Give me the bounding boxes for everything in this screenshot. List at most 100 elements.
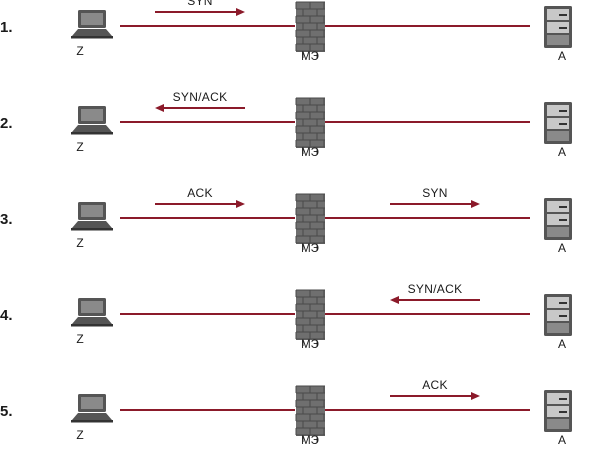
server-slot <box>559 110 567 112</box>
laptop-icon <box>71 106 113 135</box>
laptop-screen <box>81 301 103 313</box>
message-arrow-head <box>155 104 164 112</box>
laptop-icon <box>71 10 113 39</box>
client-label: Z <box>76 140 83 154</box>
message-arrow-head <box>390 296 399 304</box>
step-row: 5. Z МЭ A ACK <box>0 378 572 447</box>
server-bay-top <box>547 297 569 308</box>
client-label: Z <box>76 236 83 250</box>
message: SYN/ACK <box>155 90 245 112</box>
laptop-icon <box>71 298 113 327</box>
step-row: 2. Z МЭ A SYN/ACK <box>0 90 572 159</box>
laptop-keyboard <box>72 317 112 324</box>
server-bay-top <box>547 9 569 20</box>
server-icon <box>544 390 572 432</box>
step-number: 5. <box>0 403 13 420</box>
laptop-keyboard <box>72 221 112 228</box>
firewall-icon <box>295 1 325 58</box>
firewall-label: МЭ <box>301 339 319 351</box>
server-label: A <box>558 49 566 63</box>
message-arrow-head <box>471 200 480 208</box>
server-bay-top <box>547 393 569 404</box>
message-arrow-head <box>236 8 245 16</box>
server-icon <box>544 102 572 144</box>
message-label: SYN <box>422 186 448 200</box>
server-slot <box>559 206 567 208</box>
laptop-keyboard <box>72 413 112 420</box>
step-row: 1. Z МЭ A SYN <box>0 0 572 63</box>
message-label: ACK <box>422 378 448 392</box>
server-icon <box>544 6 572 48</box>
server-bay-bottom <box>547 419 569 429</box>
server-bay-bottom <box>547 323 569 333</box>
server-bay-middle <box>547 406 569 417</box>
server-icon <box>544 198 572 240</box>
laptop-screen <box>81 109 103 121</box>
step-number: 2. <box>0 115 13 132</box>
server-bay-bottom <box>547 35 569 45</box>
client-label: Z <box>76 44 83 58</box>
firewall-icon <box>295 385 325 442</box>
laptop-base-edge <box>71 228 113 231</box>
server-label: A <box>558 337 566 351</box>
server-icon <box>544 294 572 336</box>
laptop-screen <box>81 13 103 25</box>
message-arrow-head <box>236 200 245 208</box>
client-label: Z <box>76 332 83 346</box>
firewall-icon <box>295 289 325 346</box>
message: SYN/ACK <box>390 282 480 304</box>
server-bay-middle <box>547 118 569 129</box>
message-label: ACK <box>187 186 213 200</box>
server-bay-top <box>547 201 569 212</box>
step-row: 4. Z МЭ A SYN/ACK <box>0 282 572 351</box>
laptop-base-edge <box>71 36 113 39</box>
step-number: 3. <box>0 211 13 228</box>
laptop-keyboard <box>72 125 112 132</box>
message-label: SYN/ACK <box>408 282 463 296</box>
message: SYN <box>155 0 245 16</box>
server-slot <box>559 411 567 413</box>
laptop-icon <box>71 202 113 231</box>
step-row: 3. Z МЭ A ACK SYN <box>0 186 572 255</box>
firewall-icon <box>295 97 325 154</box>
laptop-base-edge <box>71 132 113 135</box>
laptop-icon <box>71 394 113 423</box>
message: ACK <box>155 186 245 208</box>
firewall-icon <box>295 193 325 250</box>
message-label: SYN <box>187 0 213 8</box>
server-bay-bottom <box>547 227 569 237</box>
laptop-keyboard <box>72 29 112 36</box>
server-bay-middle <box>547 22 569 33</box>
laptop-screen <box>81 205 103 217</box>
message-arrow-head <box>471 392 480 400</box>
server-label: A <box>558 145 566 159</box>
server-slot <box>559 27 567 29</box>
server-slot <box>559 398 567 400</box>
server-slot <box>559 302 567 304</box>
server-slot <box>559 14 567 16</box>
message-label: SYN/ACK <box>173 90 228 104</box>
laptop-screen <box>81 397 103 409</box>
laptop-base-edge <box>71 420 113 423</box>
server-bay-bottom <box>547 131 569 141</box>
server-slot <box>559 315 567 317</box>
firewall-label: МЭ <box>301 435 319 447</box>
server-bay-middle <box>547 214 569 225</box>
server-slot <box>559 123 567 125</box>
server-bay-middle <box>547 310 569 321</box>
client-label: Z <box>76 428 83 442</box>
laptop-base-edge <box>71 324 113 327</box>
message: ACK <box>390 378 480 400</box>
message: SYN <box>390 186 480 208</box>
firewall-label: МЭ <box>301 51 319 63</box>
server-slot <box>559 219 567 221</box>
firewall-label: МЭ <box>301 147 319 159</box>
server-label: A <box>558 241 566 255</box>
server-bay-top <box>547 105 569 116</box>
step-number: 4. <box>0 307 13 324</box>
step-number: 1. <box>0 19 13 36</box>
server-label: A <box>558 433 566 447</box>
firewall-label: МЭ <box>301 243 319 255</box>
